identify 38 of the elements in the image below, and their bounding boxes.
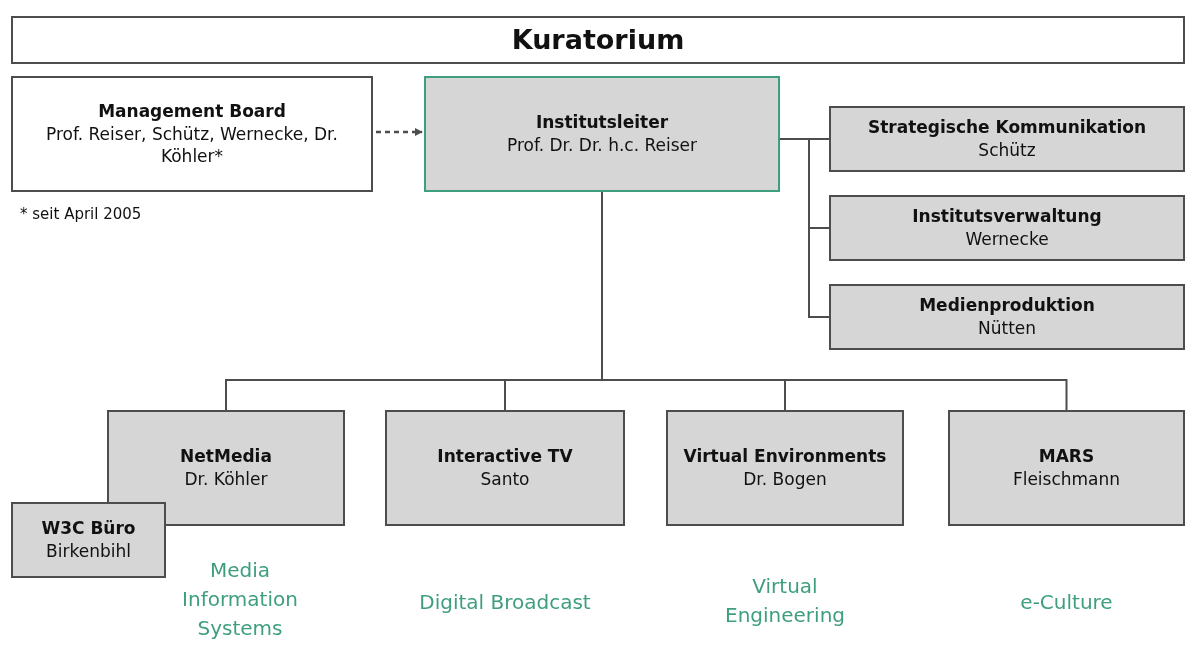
box-name: Birkenbihl	[46, 540, 131, 563]
box-name: Wernecke	[965, 228, 1049, 251]
department-caption: Virtual Engineering	[724, 573, 846, 629]
box-title: Institutsleiter	[535, 111, 669, 134]
org-box	[385, 410, 625, 526]
box-title: Kuratorium	[511, 22, 685, 57]
box-title: W3C Büro	[41, 517, 136, 540]
org-box	[11, 76, 373, 192]
box-title: NetMedia	[180, 445, 272, 468]
org-box	[666, 410, 904, 526]
box-name: Prof. Reiser, Schütz, Wernecke, Dr. Köhler*	[45, 122, 339, 169]
footnote: * seit April 2005	[20, 205, 142, 223]
box-title: Medienproduktion	[919, 294, 1095, 317]
org-box	[829, 106, 1185, 172]
department-caption: e-Culture	[1019, 589, 1114, 616]
org-box	[829, 284, 1185, 350]
org-box	[11, 502, 166, 578]
box-name: Santo	[480, 468, 530, 491]
box-title: Virtual Environments	[683, 445, 887, 468]
department-caption: Digital Broadcast	[418, 589, 592, 616]
box-title: MARS	[1038, 445, 1095, 468]
box-title: Management Board	[98, 99, 286, 123]
org-box	[424, 76, 780, 192]
box-name: Prof. Dr. Dr. h.c. Reiser	[506, 134, 697, 157]
box-name: Schütz	[978, 139, 1036, 162]
connector-line	[779, 138, 830, 318]
box-title: Strategische Kommunikation	[867, 116, 1147, 139]
box-name: Fleischmann	[1012, 468, 1121, 491]
box-title: Institutsverwaltung	[912, 205, 1102, 228]
arrow	[376, 128, 423, 136]
department-caption: Media Information Systems	[181, 557, 299, 642]
box-name: Dr. Köhler	[184, 468, 268, 491]
box-name: Nütten	[977, 317, 1037, 340]
box-title: Interactive TV	[437, 445, 573, 468]
org-box	[11, 16, 1185, 64]
box-name: Dr. Bogen	[743, 468, 827, 491]
org-box	[948, 410, 1185, 526]
org-box	[829, 195, 1185, 261]
